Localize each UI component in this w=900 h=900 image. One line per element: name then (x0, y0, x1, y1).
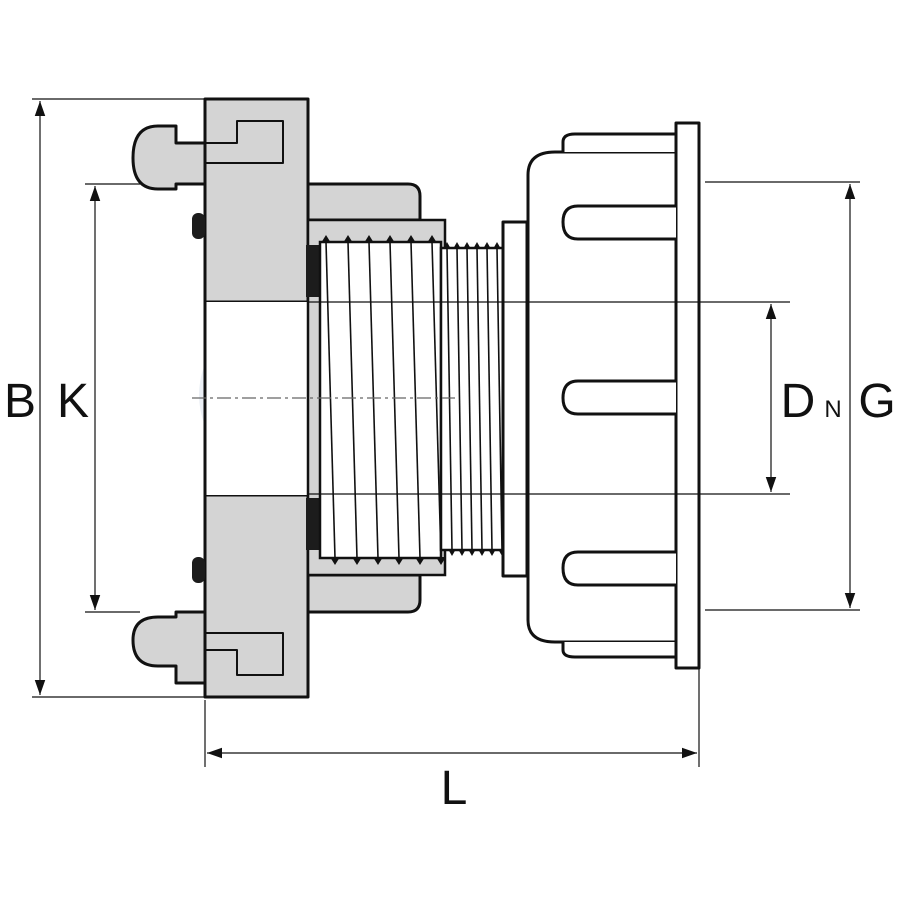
coupling-flange (131, 97, 422, 699)
rib-2 (561, 379, 676, 416)
slot-lower (205, 632, 284, 676)
flange-upper-body (203, 97, 320, 304)
thread-line (496, 247, 503, 551)
thread-line (368, 241, 379, 559)
thread-tooth (458, 549, 466, 556)
cap-top-lip (561, 132, 678, 152)
thread-tooth (415, 557, 425, 565)
thread-tooth (453, 242, 461, 249)
thread-line (456, 247, 463, 551)
thread-tooth (364, 235, 374, 243)
thread-tooth (468, 549, 476, 556)
rib-3 (561, 550, 676, 587)
label-g: G (858, 375, 895, 428)
thread-tooth (427, 235, 437, 243)
thread-tooth (443, 242, 451, 249)
seal-upper (192, 213, 205, 239)
thread-line (431, 241, 442, 559)
thread-tooth (343, 235, 353, 243)
thread-line (410, 241, 421, 559)
thread-tooth (330, 557, 340, 565)
thread-tooth (385, 235, 395, 243)
thread-tooth (321, 235, 331, 243)
claw-upper (131, 124, 207, 191)
thread-tooth (463, 242, 471, 249)
thread-tooth (394, 557, 404, 565)
thread-tooth (493, 242, 501, 249)
thread-tooth (448, 549, 456, 556)
label-k: K (57, 375, 89, 428)
thread-tooth (373, 557, 383, 565)
dimensions (32, 98, 860, 767)
cap-inner-ring (501, 220, 529, 578)
gasket-upper (306, 245, 322, 297)
thread-tooth (478, 549, 486, 556)
thread-line (476, 247, 483, 551)
rib-1 (561, 204, 676, 241)
label-l: L (441, 762, 468, 815)
thread-tooth (406, 235, 416, 243)
cap-nut (501, 121, 701, 670)
thread-line (325, 241, 336, 559)
thread-tooth (352, 557, 362, 565)
thread-line (486, 247, 493, 551)
thread-tooth (488, 549, 496, 556)
flange-lower-body (203, 493, 320, 699)
thread-large (318, 240, 443, 560)
thread-tooth (483, 242, 491, 249)
gasket-lower (306, 498, 322, 550)
thread-line (347, 241, 358, 559)
hub-lower (306, 573, 422, 614)
seal-lower (192, 557, 205, 583)
slot-upper (205, 120, 284, 164)
claw-lower (131, 610, 207, 685)
thread-line (466, 247, 473, 551)
thread-tooth (436, 557, 446, 565)
label-d: D (781, 375, 816, 428)
cap-bottom-lip (561, 642, 678, 659)
hub-upper (306, 182, 422, 222)
thread-line (446, 247, 453, 551)
thread-line (389, 241, 400, 559)
thread-tooth (473, 242, 481, 249)
cap-face-plate (674, 121, 701, 670)
label-n-subscript: N (824, 396, 841, 423)
label-b: B (4, 375, 36, 428)
